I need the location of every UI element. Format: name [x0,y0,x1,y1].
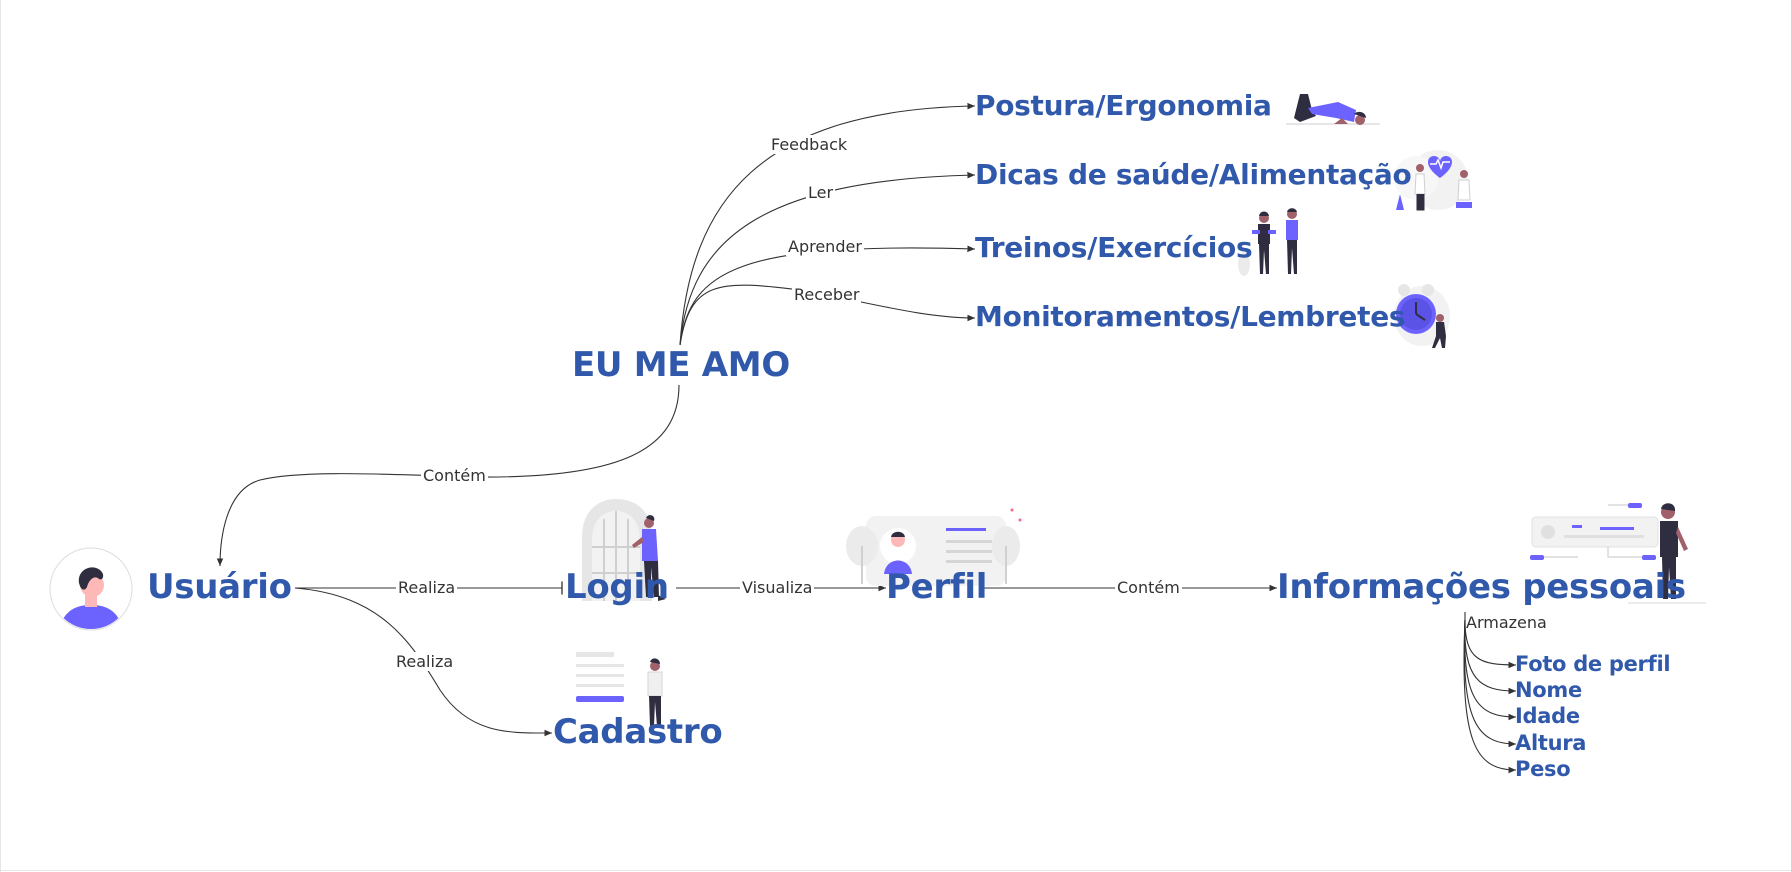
node-informacoes-pessoais[interactable]: Informações pessoais [1277,567,1686,607]
edge-label-contem-info: Contém [1115,578,1182,597]
canvas-bottom-border [0,870,1791,871]
profile-card-illustration [846,508,1022,586]
edge-label-receber: Receber [792,285,862,304]
signup-form-illustration [576,652,663,726]
edge-feedback [679,102,976,346]
edge-field-idade [1464,619,1517,721]
edge-label-contem-user: Contém [421,466,488,485]
node-peso[interactable]: Peso [1515,757,1571,781]
node-idade[interactable]: Idade [1515,704,1580,728]
alarm-clock-illustration [1394,284,1450,348]
node-altura[interactable]: Altura [1515,731,1587,755]
node-monitoramentos-lembretes[interactable]: Monitoramentos/Lembretes [975,300,1406,333]
edge-label-realiza-cadastro: Realiza [394,652,456,671]
node-cadastro[interactable]: Cadastro [553,712,723,752]
node-treinos-exercicios[interactable]: Treinos/Exercícios [975,231,1253,264]
edge-label-aprender: Aprender [786,237,864,256]
edge-field-peso [1463,619,1517,774]
node-foto-de-perfil[interactable]: Foto de perfil [1515,652,1671,676]
edge-field-foto [1464,619,1517,669]
workout-illustration [1238,208,1298,276]
user-avatar-illustration [49,547,133,631]
edge-label-visualiza: Visualiza [740,578,815,597]
node-dicas-saude-alimentacao[interactable]: Dicas de saúde/Alimentação [975,158,1412,191]
edge-label-ler: Ler [806,183,836,202]
edge-contem-user [216,384,680,567]
canvas-left-border [0,0,1,872]
edge-field-altura [1463,619,1517,748]
node-login[interactable]: Login [565,567,669,607]
node-eu-me-amo[interactable]: EU ME AMO [572,345,790,385]
node-usuario[interactable]: Usuário [147,567,292,607]
doctors-heart-illustration [1394,150,1472,211]
node-postura-ergonomia[interactable]: Postura/Ergonomia [975,89,1272,122]
yoga-illustration [1286,94,1380,125]
edge-label-armazena: Armazena [1466,613,1547,632]
personal-info-illustration [1530,503,1706,604]
edge-ler [679,171,976,346]
edge-label-realiza-login: Realiza [396,578,458,597]
node-nome[interactable]: Nome [1515,678,1582,702]
edge-realiza-cadastro [294,587,553,737]
edge-label-feedback: Feedback [769,135,850,154]
node-perfil[interactable]: Perfil [886,567,988,607]
door-person-illustration [582,499,666,601]
